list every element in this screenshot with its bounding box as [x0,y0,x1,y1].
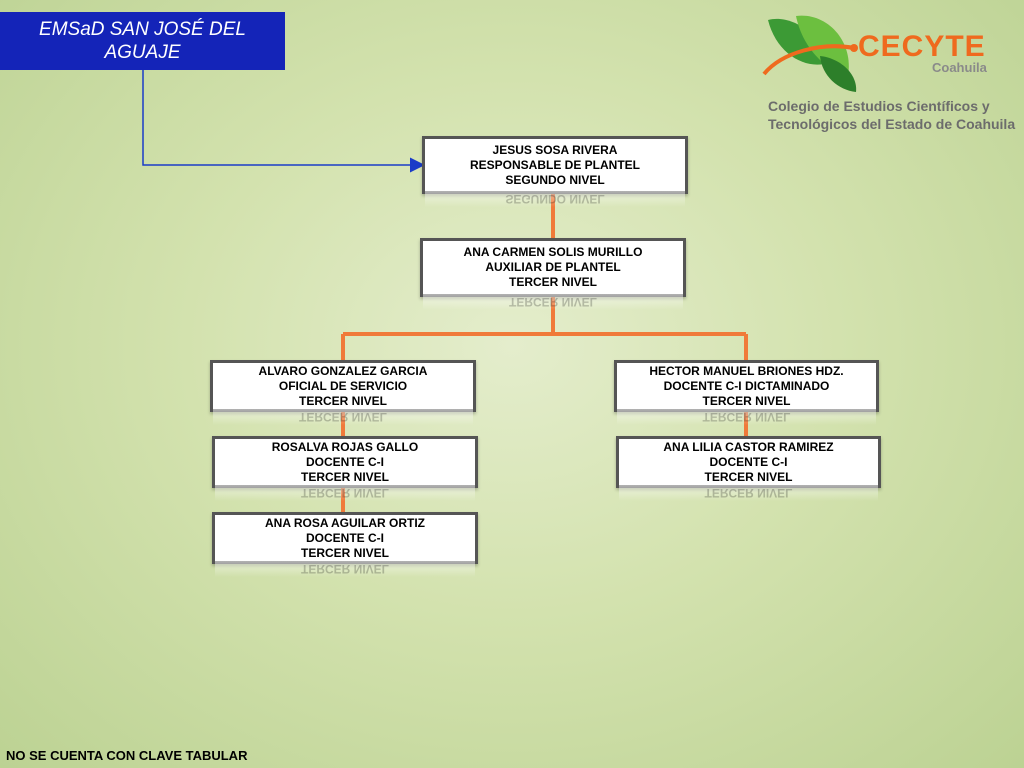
node-role: OFICIAL DE SERVICIO [278,378,408,393]
school-title: EMSaD SAN JOSÉ DEL AGUAJE [39,19,246,63]
node-level: TERCER NIVEL [508,275,597,289]
node-level: TERCER NIVEL [702,393,791,408]
org-node-docente-ana-rosa: ANA ROSA AGUILAR ORTIZ DOCENTE C-I TERCE… [212,512,478,577]
node-role: RESPONSABLE DE PLANTEL [469,157,640,172]
brand-region: Coahuila [932,60,987,75]
node-name: ANA ROSA AGUILAR ORTIZ [265,515,425,530]
org-node-oficial: ALVARO GONZALEZ GARCIA OFICIAL DE SERVIC… [210,360,476,425]
cecyte-leaf-logo-icon [762,15,858,92]
node-level: TERCER NIVEL [300,469,389,484]
footer-note: NO SE CUENTA CON CLAVE TABULAR [6,748,248,763]
node-name: ANA CARMEN SOLIS MURILLO [463,245,643,259]
title-arrow-connector [142,70,425,173]
node-name: JESUS SOSA RIVERA [492,142,618,157]
node-name: HECTOR MANUEL BRIONES HDZ. [649,363,844,378]
brand-name: CECYTE [858,30,986,63]
node-level: TERCER NIVEL [298,393,387,408]
node-name: ALVARO GONZALEZ GARCIA [258,363,428,378]
org-node-auxiliar: ANA CARMEN SOLIS MURILLO AUXILIAR DE PLA… [420,238,686,310]
institution-name: Colegio de Estudios Científicos y Tecnol… [768,97,1018,133]
node-level: TERCER NIVEL [300,545,389,560]
org-node-docente-hector: HECTOR MANUEL BRIONES HDZ. DOCENTE C-I D… [614,360,879,425]
org-node-docente-rosalva: ROSALVA ROJAS GALLO DOCENTE C-I TERCER N… [212,436,478,501]
institution-line-2: Tecnológicos del Estado de Coahuila [768,116,1016,132]
school-title-box: EMSaD SAN JOSÉ DEL AGUAJE [0,12,285,70]
org-node-docente-ana-lilia: ANA LILIA CASTOR RAMIREZ DOCENTE C-I TER… [616,436,881,501]
institution-line-1: Colegio de Estudios Científicos y [768,98,990,114]
node-role: DOCENTE C-I [306,454,384,469]
node-role: AUXILIAR DE PLANTEL [485,260,621,274]
org-node-responsable: JESUS SOSA RIVERA RESPONSABLE DE PLANTEL… [422,136,688,207]
node-level: SEGUNDO NIVEL [505,172,605,187]
node-name: ANA LILIA CASTOR RAMIREZ [663,439,834,454]
node-level: TERCER NIVEL [704,469,793,484]
node-role: DOCENTE C-I [306,530,384,545]
node-name: ROSALVA ROJAS GALLO [271,439,419,454]
node-role: DOCENTE C-I DICTAMINADO [663,378,830,393]
node-role: DOCENTE C-I [709,454,788,469]
